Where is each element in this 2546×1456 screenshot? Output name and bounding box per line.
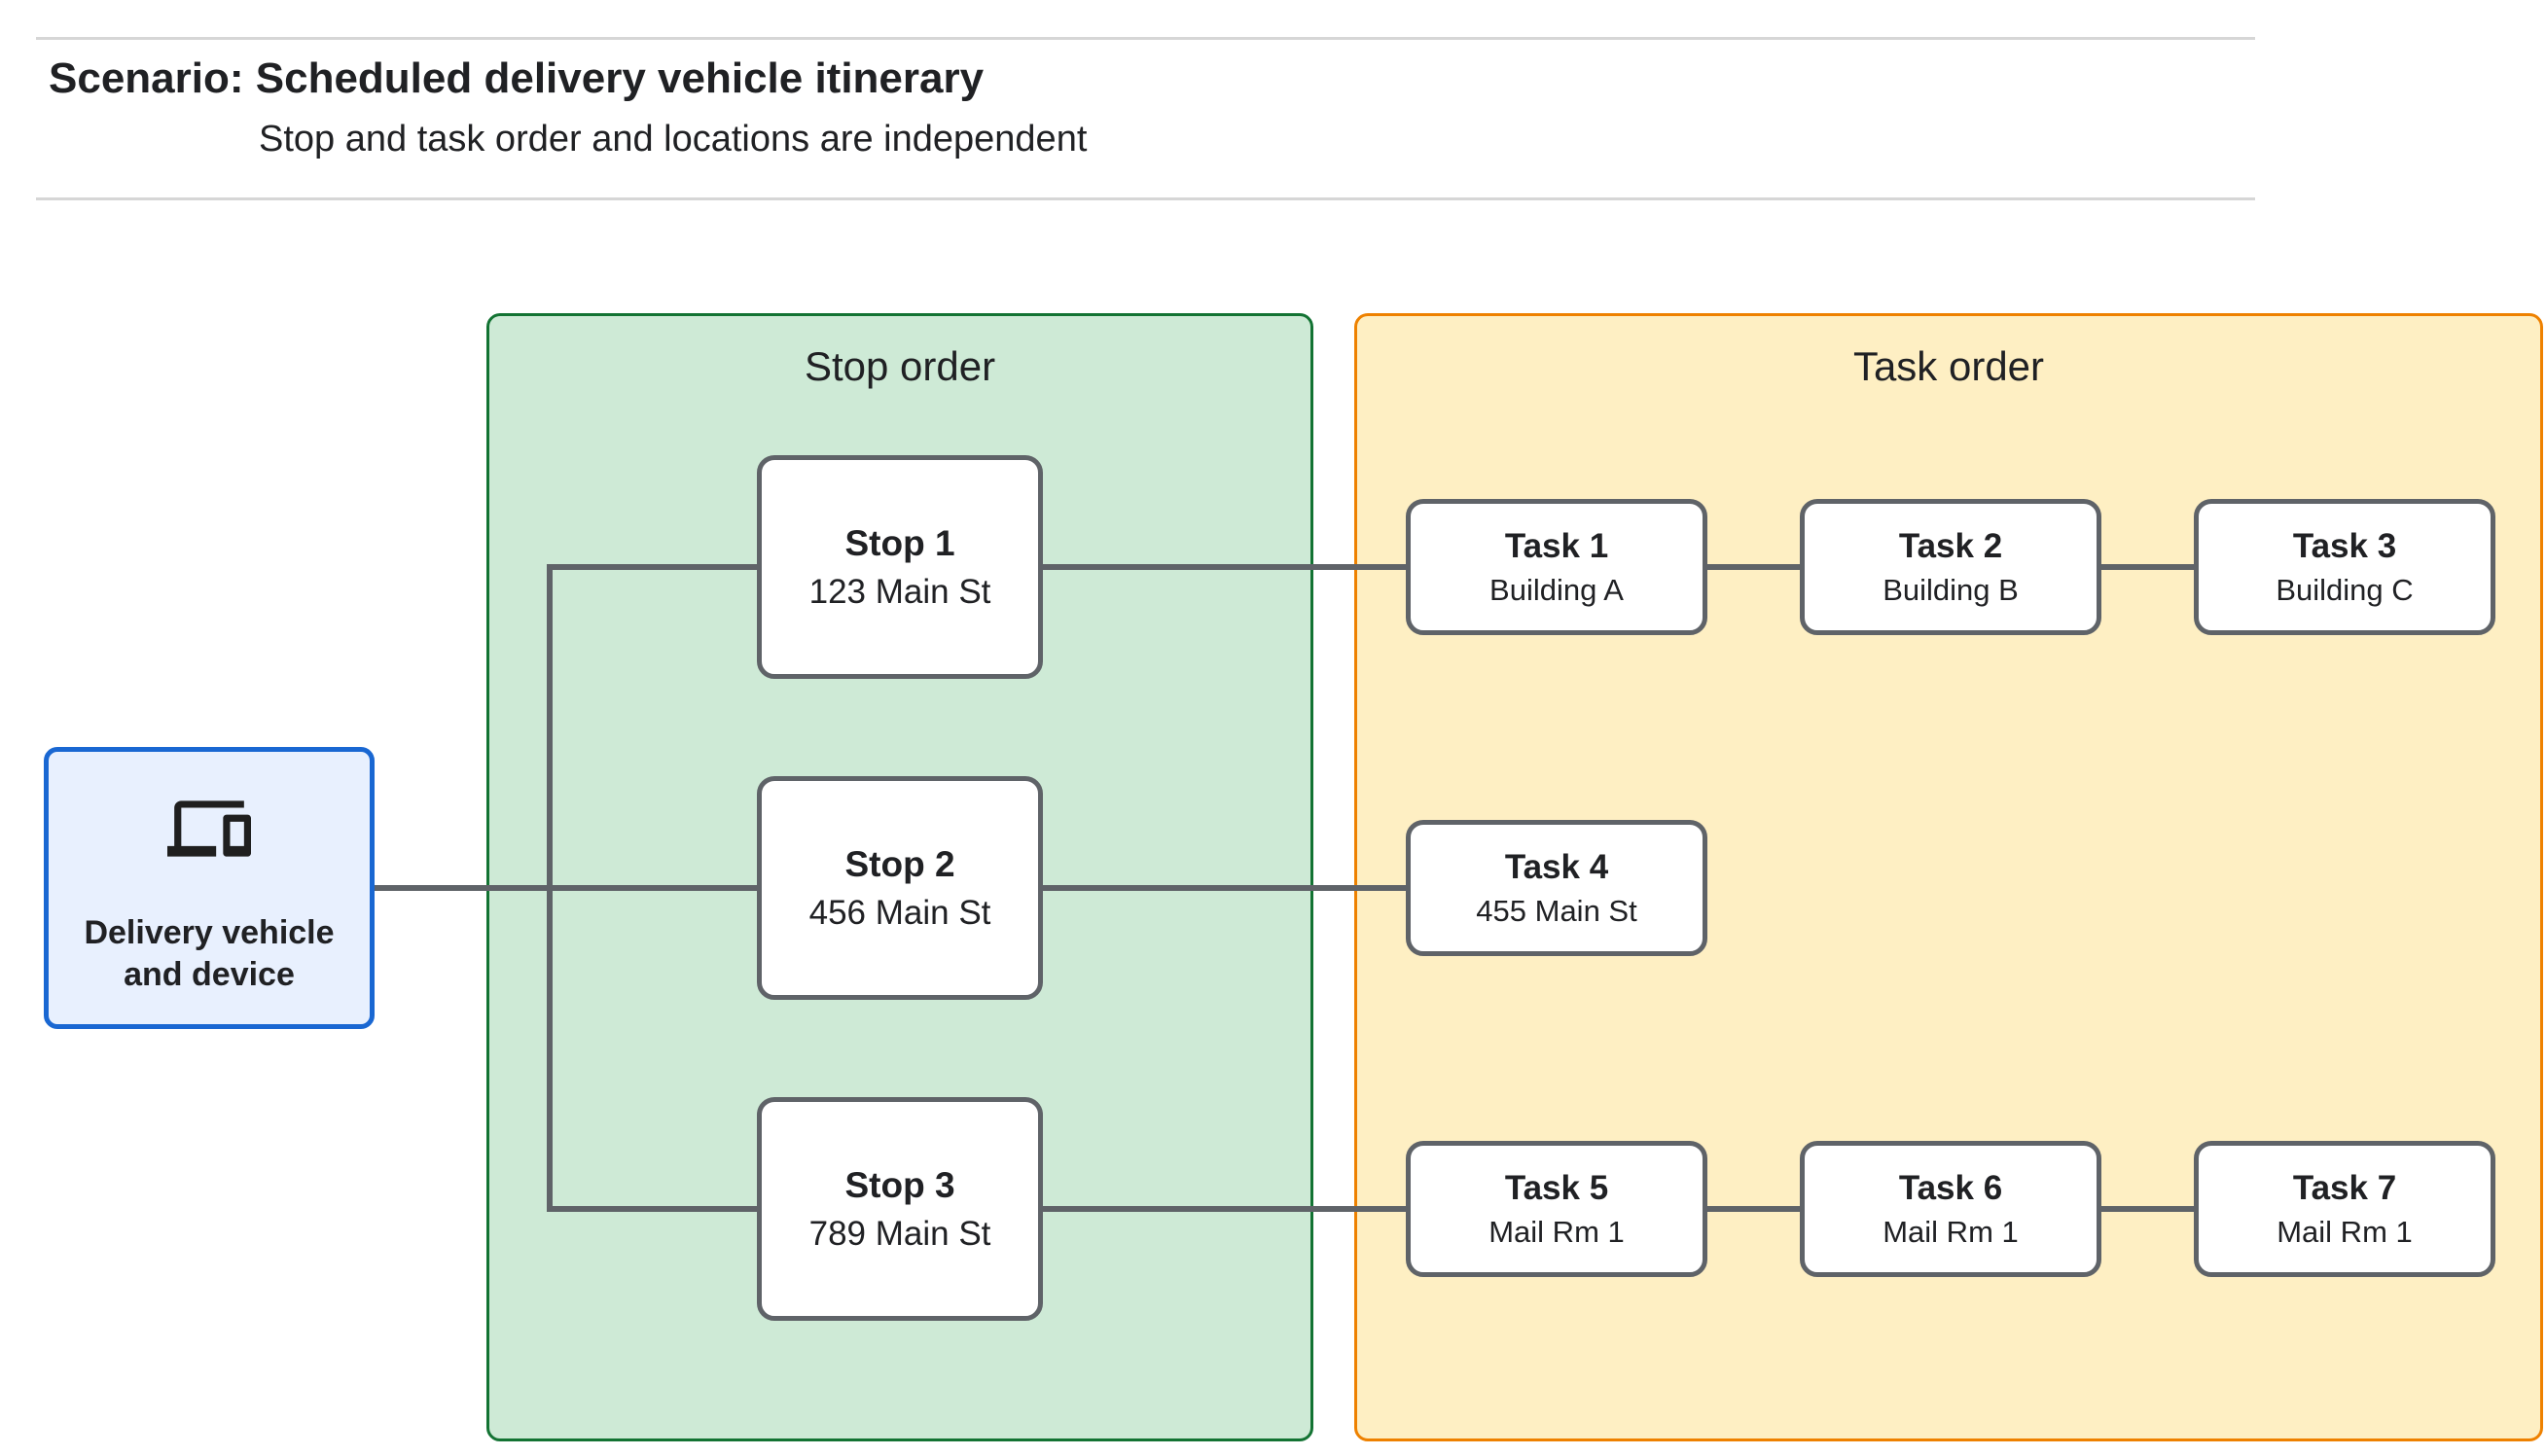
connector-trunk-vertical	[547, 564, 553, 1212]
task-3-location: Building C	[2276, 572, 2414, 607]
task-2-name: Task 2	[1898, 526, 2003, 565]
task-4-location: 455 Main St	[1476, 893, 1637, 928]
connector-task2-to-task3	[2101, 564, 2194, 570]
top-divider	[36, 37, 2255, 40]
vehicle-label: Delivery vehicle and device	[84, 914, 335, 993]
connector-task5-to-task6	[1707, 1206, 1800, 1212]
connector-stop1-to-task1	[1043, 564, 1406, 570]
connector-stop2-to-task4	[1043, 885, 1406, 891]
stop-3-location: 789 Main St	[808, 1214, 991, 1253]
task-order-title: Task order	[1852, 343, 2045, 389]
task-6-location: Mail Rm 1	[1883, 1214, 2019, 1249]
connector-stop3-to-task5	[1043, 1206, 1406, 1212]
page-title: Scenario: Scheduled delivery vehicle iti…	[49, 54, 984, 103]
task-2-node: Task 2 Building B	[1800, 499, 2101, 635]
task-2-location: Building B	[1883, 572, 2019, 607]
task-7-node: Task 7 Mail Rm 1	[2194, 1141, 2495, 1277]
devices-icon	[167, 800, 251, 857]
stop-1-location: 123 Main St	[808, 572, 991, 611]
connector-vehicle-to-stop2	[375, 885, 757, 891]
bottom-divider	[36, 197, 2255, 200]
task-7-name: Task 7	[2292, 1168, 2397, 1207]
stop-2-location: 456 Main St	[808, 893, 991, 932]
task-3-name: Task 3	[2292, 526, 2397, 565]
connector-trunk-to-stop3	[547, 1206, 757, 1212]
connector-trunk-to-stop1	[547, 564, 757, 570]
task-5-node: Task 5 Mail Rm 1	[1406, 1141, 1707, 1277]
connector-task6-to-task7	[2101, 1206, 2194, 1212]
task-4-node: Task 4 455 Main St	[1406, 820, 1707, 956]
task-6-node: Task 6 Mail Rm 1	[1800, 1141, 2101, 1277]
task-5-location: Mail Rm 1	[1488, 1214, 1625, 1249]
task-4-name: Task 4	[1504, 847, 1609, 886]
stop-order-title: Stop order	[804, 343, 996, 389]
stop-1-node: Stop 1 123 Main St	[757, 455, 1043, 679]
task-5-name: Task 5	[1504, 1168, 1609, 1207]
title-text: Scheduled delivery vehicle itinerary	[255, 54, 985, 102]
stop-3-node: Stop 3 789 Main St	[757, 1097, 1043, 1321]
task-1-node: Task 1 Building A	[1406, 499, 1707, 635]
delivery-vehicle-node: Delivery vehicle and device	[44, 747, 375, 1029]
task-3-node: Task 3 Building C	[2194, 499, 2495, 635]
page-subtitle: Stop and task order and locations are in…	[259, 119, 1088, 160]
stop-2-name: Stop 2	[844, 843, 955, 884]
stop-3-name: Stop 3	[844, 1164, 955, 1205]
title-prefix: Scenario:	[49, 54, 244, 102]
task-6-name: Task 6	[1898, 1168, 2003, 1207]
task-7-location: Mail Rm 1	[2277, 1214, 2413, 1249]
stop-2-node: Stop 2 456 Main St	[757, 776, 1043, 1000]
task-1-name: Task 1	[1504, 526, 1609, 565]
connector-task1-to-task2	[1707, 564, 1800, 570]
stop-1-name: Stop 1	[844, 522, 955, 563]
task-1-location: Building A	[1489, 572, 1624, 607]
